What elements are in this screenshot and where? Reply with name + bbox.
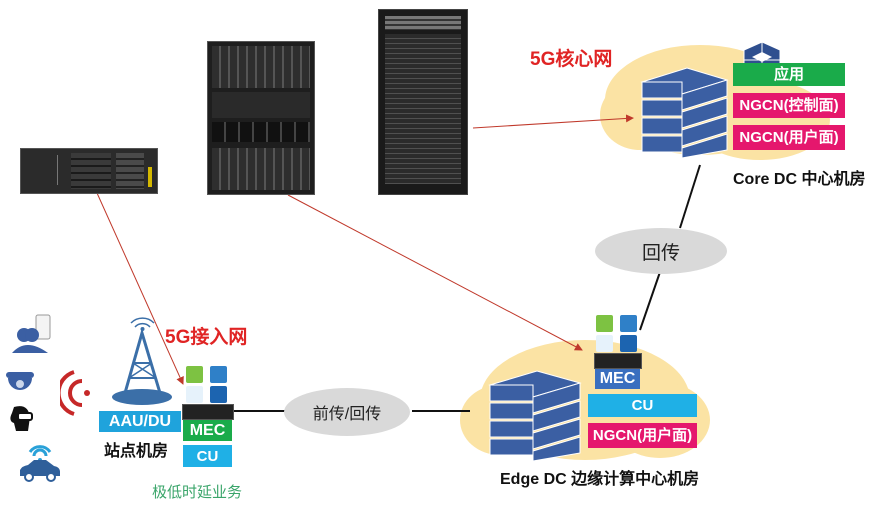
edge-network-app-icon — [596, 315, 613, 332]
site-server-unit-icon — [182, 404, 234, 420]
edge-monitor-app-icon — [620, 315, 637, 332]
core-network-title: 5G核心网 — [530, 49, 613, 70]
backhaul-ellipse: 回传 — [595, 228, 727, 274]
edge-bird-app-icon — [596, 335, 613, 352]
arrow-mid-chassis-to-edge — [287, 194, 583, 351]
low-latency-note: 极低时延业务 — [152, 484, 243, 501]
dome-camera-icon — [4, 368, 36, 398]
edge-server-stack-icon — [485, 365, 585, 462]
fronthaul-backhaul-ellipse: 前传/回传 — [284, 388, 410, 436]
core-box-ngcn-control: NGCN(控制面) — [733, 93, 845, 118]
connected-car-icon — [16, 442, 64, 482]
core-dc-caption: Core DC 中心机房 — [733, 171, 866, 188]
arrow-rack-to-core — [472, 114, 634, 129]
link-backhaul-to-core — [679, 164, 701, 229]
core-box-ngcn-user: NGCN(用户面) — [733, 125, 845, 150]
site-caption: 站点机房 — [104, 443, 169, 460]
edge-server-unit-icon — [594, 353, 642, 369]
user-group-phone-icon — [10, 313, 54, 355]
edge-box-cu: CU — [588, 394, 697, 417]
radio-signal-icon — [56, 368, 90, 418]
site-box-aau-du: AAU/DU — [99, 411, 181, 432]
site-monitor-app-icon — [210, 366, 227, 383]
cell-tower-icon — [105, 315, 180, 407]
core-server-stack-icon — [637, 62, 732, 159]
vr-headset-icon — [8, 405, 34, 433]
device-mid-chassis — [207, 41, 315, 195]
access-network-title: 5G接入网 — [165, 327, 248, 348]
site-network-app-icon — [186, 366, 203, 383]
edge-dc-caption: Edge DC 边缘计算中心机房 — [500, 471, 700, 488]
edge-box-mec: MEC — [595, 369, 640, 389]
edge-box-ngcn-user: NGCN(用户面) — [588, 423, 697, 448]
arrow-small-chassis-to-site — [96, 192, 184, 385]
device-rack-cabinet — [378, 9, 468, 195]
site-bird-app-icon — [186, 386, 203, 403]
device-small-chassis — [20, 148, 158, 194]
site-box-mec: MEC — [183, 420, 232, 441]
site-screen-app-icon — [210, 386, 227, 403]
site-box-cu: CU — [183, 445, 232, 467]
edge-screen-app-icon — [620, 335, 637, 352]
link-edge-to-backhaul — [639, 271, 661, 331]
core-box-app: 应用 — [733, 63, 845, 86]
